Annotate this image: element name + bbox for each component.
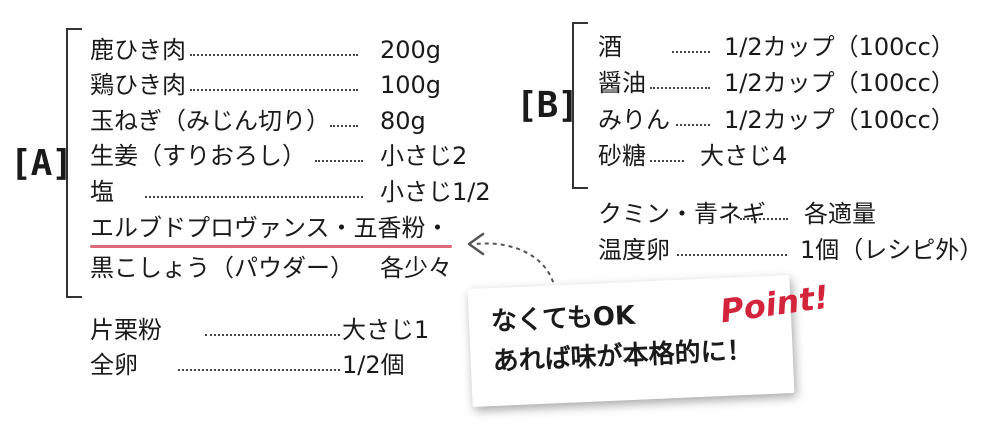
ingredient-amount: 100g bbox=[380, 71, 442, 99]
leader-dots bbox=[145, 196, 363, 198]
ingredient-name: 黒こしょう（パウダー） bbox=[90, 254, 354, 282]
ingredient-amount: 1/2個 bbox=[342, 351, 405, 379]
leader-dots bbox=[330, 125, 358, 127]
note-line-1: なくてもOK bbox=[490, 300, 636, 338]
leader-dots bbox=[190, 89, 358, 91]
group-a-bracket bbox=[66, 28, 82, 298]
ingredient-amount: 小さじ1/2 bbox=[380, 178, 491, 206]
ingredient-name: 鶏ひき肉 bbox=[90, 71, 186, 99]
leader-dots bbox=[315, 160, 363, 162]
leader-dots bbox=[205, 334, 340, 336]
leader-dots bbox=[650, 87, 710, 89]
ingredient-amount: 各少々 bbox=[380, 254, 452, 282]
ingredient-name: みりん bbox=[598, 106, 670, 134]
ingredient-name: 塩 bbox=[90, 178, 114, 206]
ingredient-name: 酒 bbox=[598, 33, 622, 61]
leader-dots bbox=[650, 160, 684, 162]
highlight-underline bbox=[90, 245, 452, 248]
ingredient-amount: 200g bbox=[380, 36, 442, 64]
ingredient-name: 生姜（すりおろし） bbox=[90, 142, 306, 170]
leader-dots bbox=[677, 254, 787, 256]
ingredient-name: 片栗粉 bbox=[90, 316, 162, 344]
ingredient-name: 温度卵 bbox=[598, 236, 670, 264]
ingredient-amount: 1/2カップ（100cc） bbox=[724, 33, 955, 61]
leader-dots bbox=[178, 369, 340, 371]
ingredient-amount: 1/2カップ（100cc） bbox=[724, 106, 955, 134]
ingredient-amount: 1個（レシピ外） bbox=[800, 236, 983, 264]
ingredient-amount: 80g bbox=[380, 107, 426, 135]
leader-dots bbox=[190, 54, 358, 56]
ingredient-name: 鹿ひき肉 bbox=[90, 36, 186, 64]
group-b-label: [B] bbox=[516, 85, 579, 126]
ingredient-name: 全卵 bbox=[90, 351, 138, 379]
ingredient-name: 醤油 bbox=[598, 69, 646, 97]
ingredient-amount: 各適量 bbox=[804, 200, 876, 228]
leader-dots bbox=[676, 124, 710, 126]
ingredient-name: 玉ねぎ（みじん切り） bbox=[90, 107, 330, 135]
ingredient-amount: 小さじ2 bbox=[380, 142, 468, 170]
leader-dots bbox=[672, 51, 710, 53]
leader-dots bbox=[740, 218, 788, 220]
group-b-bracket bbox=[572, 22, 588, 189]
ingredient-name: クミン・青ネギ bbox=[598, 200, 766, 228]
ingredient-amount: 大さじ4 bbox=[700, 142, 788, 170]
ingredient-name: 砂糖 bbox=[598, 142, 646, 170]
curved-arrow-icon bbox=[467, 232, 556, 291]
ingredient-name: エルブドプロヴァンス・五香粉・ bbox=[90, 214, 450, 242]
ingredient-amount: 大さじ1 bbox=[342, 316, 430, 344]
ingredient-amount: 1/2カップ（100cc） bbox=[724, 69, 955, 97]
group-a-label: [A] bbox=[10, 143, 73, 184]
